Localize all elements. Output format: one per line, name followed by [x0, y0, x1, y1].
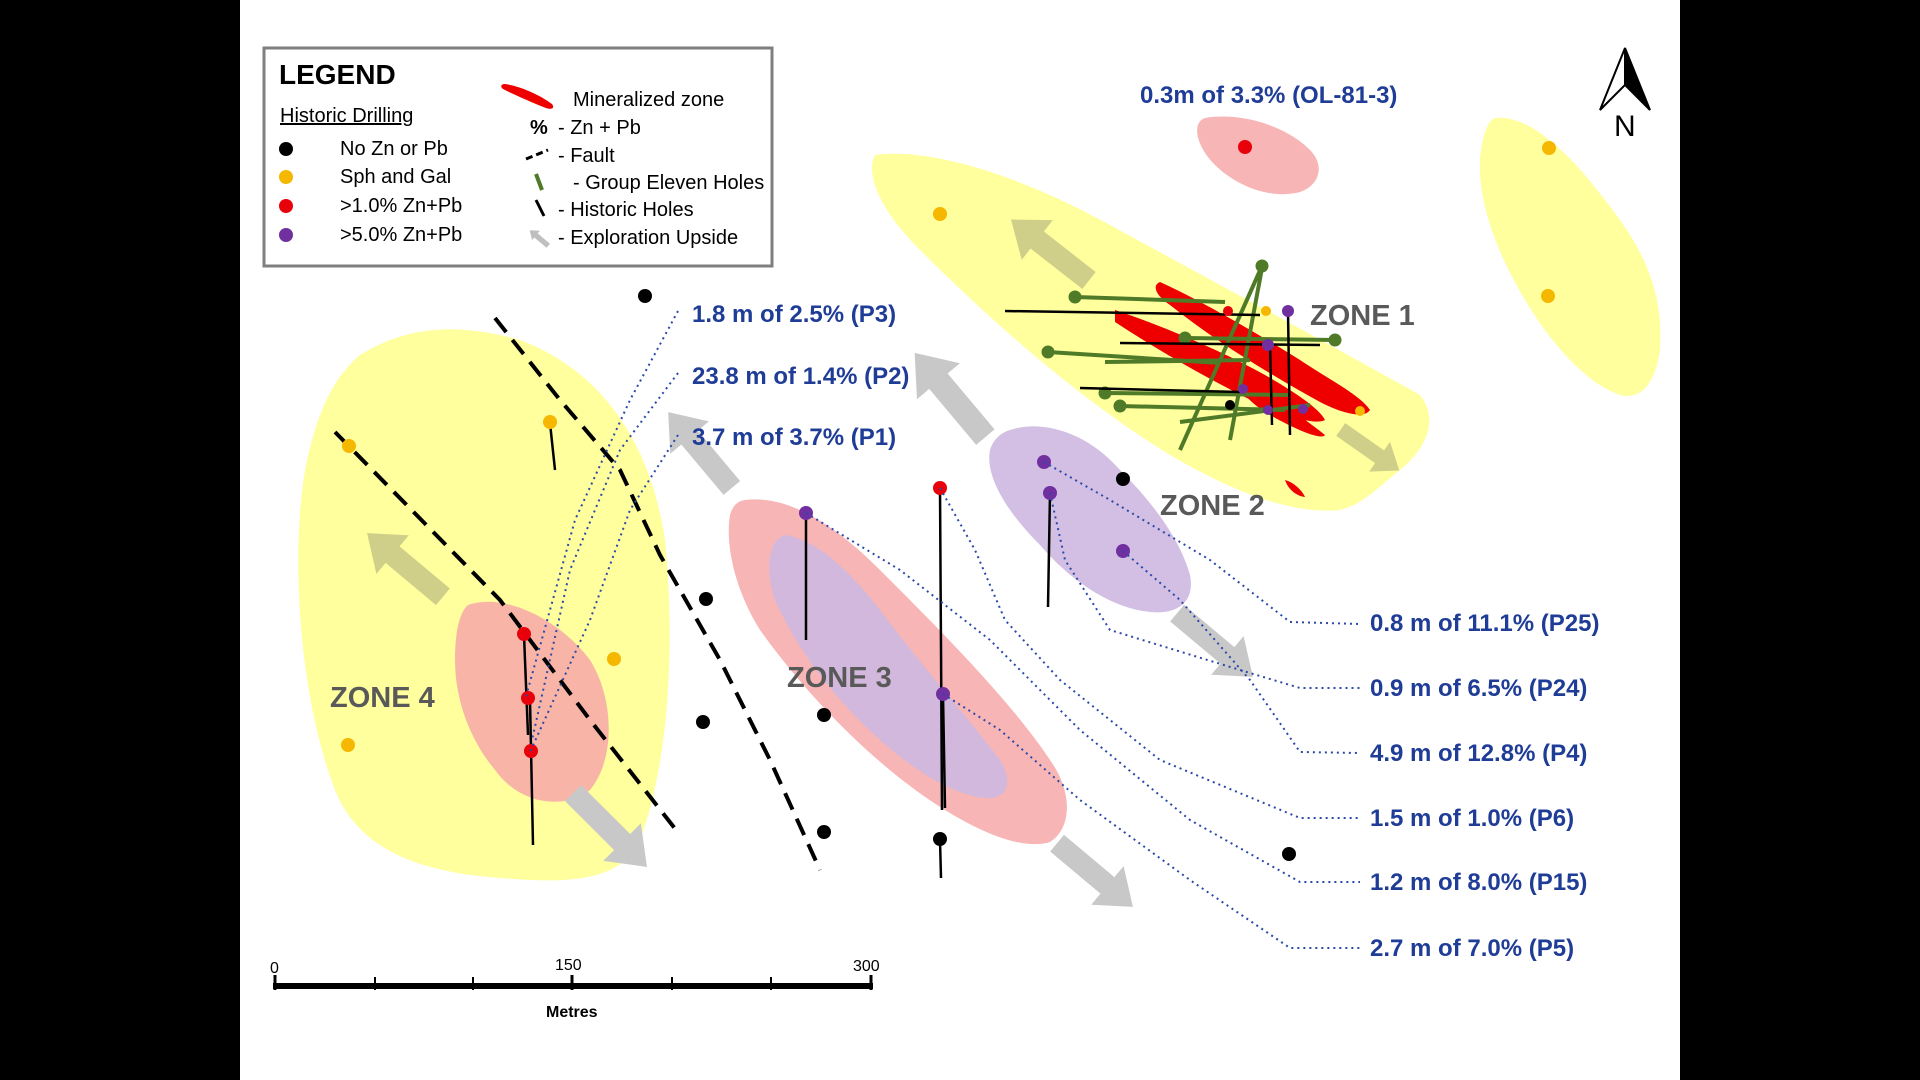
leader-lines [524, 310, 1361, 949]
intercept-p2: 23.8 m of 1.4% (P2) [692, 363, 909, 390]
collar-yellow [543, 415, 557, 429]
legend-symbol-label: - Historic Holes [558, 199, 694, 221]
collar-black [817, 825, 831, 839]
collar-yellow [1355, 406, 1365, 416]
legend-symbol-label: - Zn + Pb [558, 117, 641, 139]
zone3-label: ZONE 3 [787, 662, 892, 694]
east-yellow-area [1479, 117, 1661, 396]
legend-red-dot-icon [279, 199, 293, 213]
collar-black [933, 832, 947, 846]
historic-hole-icon [534, 199, 546, 217]
scale-tick-300: 300 [853, 958, 880, 975]
collar-red [521, 691, 535, 705]
collar-yellow [933, 207, 947, 221]
collar-black [1116, 472, 1130, 486]
fault-icon [525, 148, 549, 161]
fault-west [333, 430, 682, 837]
legend-symbol-label: Mineralized zone [573, 89, 724, 111]
zone2-purple-area [989, 426, 1191, 613]
legend-item-label: >1.0% Zn+Pb [340, 195, 462, 217]
intercept-ol81-3: 0.3m of 3.3% (OL-81-3) [1140, 82, 1397, 109]
collar-yellow [607, 652, 621, 666]
fault-central [493, 316, 822, 871]
intercept-p4: 4.9 m of 12.8% (P4) [1370, 740, 1587, 767]
legend-item-label: >5.0% Zn+Pb [340, 224, 462, 246]
collar-black [696, 715, 710, 729]
collar-purple [1263, 405, 1273, 415]
scale-unit: Metres [546, 1004, 598, 1021]
collar-purple [1298, 404, 1308, 414]
legend-symbol-label: - Group Eleven Holes [573, 172, 764, 194]
intercept-p15: 1.2 m of 8.0% (P15) [1370, 869, 1587, 896]
legend-item-label: No Zn or Pb [340, 138, 448, 160]
legend-item-label: Sph and Gal [340, 166, 451, 188]
faults [333, 316, 822, 871]
collar-yellow [1261, 306, 1271, 316]
zone3-purple-area [769, 535, 1008, 799]
legend-yellow-dot-icon [279, 170, 293, 184]
intercept-p3: 1.8 m of 2.5% (P3) [692, 301, 896, 328]
collar-purple [1262, 339, 1274, 351]
legend-black-dot-icon [279, 142, 293, 156]
zone1-label: ZONE 1 [1310, 300, 1415, 332]
collar-red [1238, 140, 1252, 154]
north-label: N [1614, 110, 1636, 143]
intercept-p5: 2.7 m of 7.0% (P5) [1370, 935, 1574, 962]
collar-black [638, 289, 652, 303]
legend-box: LEGEND Historic Drilling No Zn or Pb Sph… [262, 46, 774, 268]
collar-red [517, 627, 531, 641]
collar-red [1223, 306, 1233, 316]
legend-symbol-label: - Exploration Upside [558, 227, 738, 249]
percent-icon: % [530, 117, 548, 139]
north-arrow-icon: N [1599, 47, 1651, 143]
zone4-label: ZONE 4 [330, 682, 435, 714]
legend-subtitle: Historic Drilling [280, 105, 413, 127]
mineralized-zone-icon [501, 84, 554, 109]
collar-black [817, 708, 831, 722]
collar-yellow [342, 439, 356, 453]
collar-purple [1238, 384, 1248, 394]
collar-yellow [1541, 289, 1555, 303]
collar-purple [1282, 305, 1294, 317]
collar-yellow [1542, 141, 1556, 155]
collar-yellow [341, 738, 355, 752]
legend-purple-dot-icon [279, 228, 293, 242]
intercept-p1: 3.7 m of 3.7% (P1) [692, 424, 896, 451]
scale-bar: 0 150 300 Metres [270, 957, 880, 1021]
ol81-pink-area [1197, 116, 1319, 195]
collar-black [1225, 400, 1235, 410]
group-eleven-hole-icon [534, 173, 544, 191]
zone2-label: ZONE 2 [1160, 490, 1265, 522]
intercept-p6: 1.5 m of 1.0% (P6) [1370, 805, 1574, 832]
intercept-p24: 0.9 m of 6.5% (P24) [1370, 675, 1587, 702]
intercept-p25: 0.8 m of 11.1% (P25) [1370, 610, 1599, 637]
historic-holes [522, 309, 1321, 879]
legend-title: LEGEND [279, 59, 396, 90]
scale-tick-150: 150 [555, 957, 582, 974]
legend-symbol-label: - Fault [558, 145, 615, 167]
scale-tick-0: 0 [270, 960, 279, 977]
collar-black [699, 592, 713, 606]
collar-black [1282, 847, 1296, 861]
